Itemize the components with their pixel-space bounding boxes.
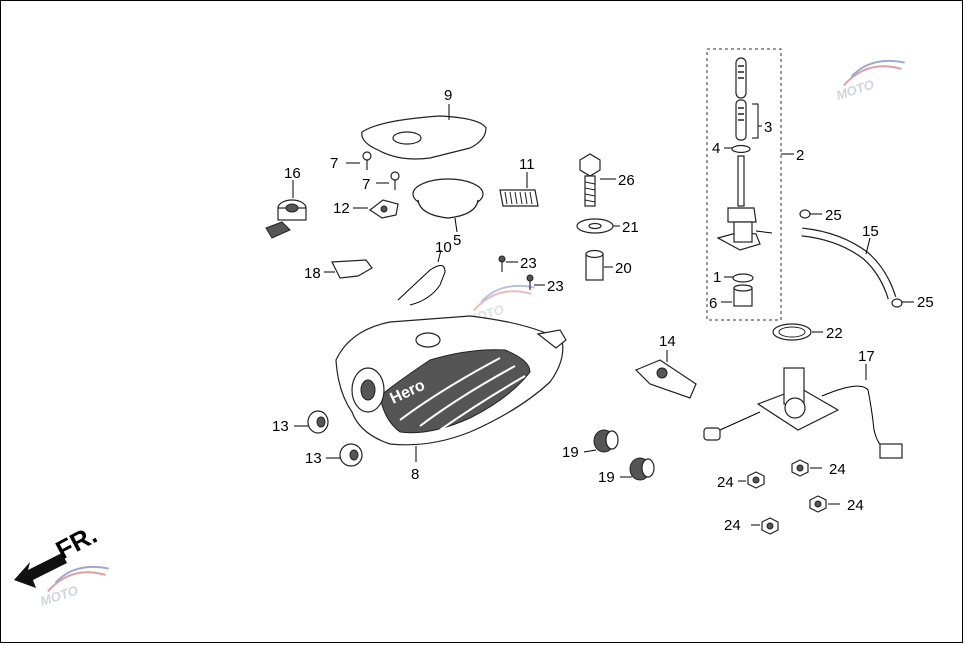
part-7-screw-b	[376, 171, 400, 190]
part-24-nut-c	[809, 495, 840, 513]
callout-13b: 13	[305, 450, 322, 467]
callout-20: 20	[615, 260, 632, 277]
callout-8: 8	[411, 466, 419, 483]
part-10-clip	[397, 249, 446, 306]
callout-1: 1	[713, 269, 721, 286]
part-19-grommet-a	[583, 429, 619, 453]
callout-23a: 23	[520, 255, 537, 272]
part-18-bracket	[324, 259, 373, 279]
callout-3: 3	[764, 119, 772, 136]
part-19-grommet-b	[620, 457, 655, 481]
part-12-bracket	[353, 199, 399, 219]
callout-15: 15	[862, 223, 879, 240]
part-24-nut-a	[738, 471, 765, 489]
part-26-bolt	[579, 153, 616, 207]
callout-19a: 19	[562, 444, 579, 461]
part-17-fuel-sender	[703, 364, 903, 459]
callout-19b: 19	[598, 469, 615, 486]
part-2-fuel-cock	[716, 153, 794, 251]
part-25-clip-b	[891, 298, 914, 308]
callout-13a: 13	[272, 418, 289, 435]
part-21-washer	[576, 218, 620, 234]
callout-14: 14	[659, 333, 676, 350]
part-13-rubber-b	[326, 443, 363, 467]
callout-11: 11	[519, 156, 535, 173]
svg-text:MOTO: MOTO	[38, 583, 80, 609]
callout-18: 18	[304, 265, 321, 282]
part-4-washer	[724, 144, 751, 154]
part-14-damper	[634, 350, 697, 399]
callout-25b: 25	[917, 294, 934, 311]
callout-10: 10	[435, 239, 452, 256]
part-5-fuel-cap	[412, 178, 484, 233]
callout-4: 4	[712, 140, 720, 157]
callout-5: 5	[453, 232, 461, 249]
callout-6: 6	[709, 295, 717, 312]
part-16-lock-cylinder	[265, 180, 307, 239]
part-13-rubber-a	[294, 410, 329, 434]
callout-24c: 24	[847, 497, 864, 514]
part-3-filter-tubes	[735, 57, 762, 141]
callout-23b: 23	[547, 278, 564, 295]
callout-21: 21	[622, 219, 639, 236]
callout-2: 2	[796, 147, 804, 164]
callout-7a: 7	[330, 155, 338, 172]
callout-17: 17	[858, 348, 875, 365]
part-6-nut	[721, 284, 753, 307]
callout-24a: 24	[717, 474, 734, 491]
part-15-fuel-hose	[801, 227, 897, 300]
part-23-screw-a	[498, 255, 518, 272]
part-23-screw-b	[526, 274, 545, 290]
callout-24d: 24	[724, 517, 741, 534]
part-24-nut-d	[751, 517, 779, 535]
callout-9: 9	[444, 87, 452, 104]
part-22-o-ring	[772, 323, 823, 341]
callout-26: 26	[618, 172, 635, 189]
callout-12: 12	[333, 200, 350, 217]
part-20-collar	[585, 249, 613, 281]
part-9-cap-cover	[361, 104, 487, 160]
callout-16: 16	[284, 165, 301, 182]
part-24-nut-b	[791, 459, 822, 477]
fuel-cock-assembly-box	[706, 48, 782, 321]
part-7-screw-a	[346, 151, 372, 170]
callout-22: 22	[826, 325, 843, 342]
front-direction-arrow: FR.	[14, 519, 102, 588]
callout-24b: 24	[829, 461, 846, 478]
callout-25a: 25	[825, 207, 842, 224]
svg-text:MOTO: MOTO	[834, 77, 876, 103]
watermark-top-right: MOTO	[834, 59, 905, 103]
part-1-o-ring	[724, 273, 754, 283]
part-11-filter-mesh	[499, 172, 539, 207]
part-25-clip-a	[799, 209, 822, 219]
part-8-fuel-tank: Hero	[335, 315, 567, 462]
callout-7b: 7	[362, 176, 370, 193]
